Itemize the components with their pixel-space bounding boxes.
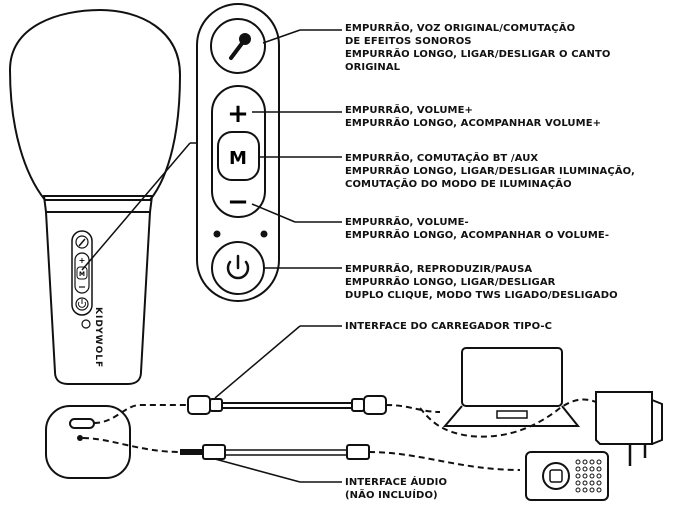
volume-up-button[interactable]: + [227, 99, 249, 129]
handle-button-strip [71, 230, 93, 316]
microphone-handle [44, 211, 152, 385]
mode-label: EMPURRÃO, COMUTAÇÃO BT /AUX EMPURRÃO LON… [345, 153, 635, 190]
charging-cable [222, 402, 352, 409]
aux-port [77, 435, 83, 441]
handle-mode-button [76, 266, 88, 280]
mode-button-label: M [229, 148, 247, 169]
power-label: EMPURRÃO, REPRODUZIR/PAUSA EMPURRÃO LONG… [345, 264, 618, 301]
charger-interface-label: INTERFACE DO CARREGADOR TIPO-C [345, 321, 553, 332]
audio-cable [225, 449, 347, 456]
laptop-icon [442, 347, 581, 427]
volume-down-label: EMPURRÃO, VOLUME- EMPURRÃO LONGO, ACOMPA… [345, 217, 610, 241]
aux-plug-right [346, 444, 370, 460]
indicator-dot-right [260, 230, 268, 238]
usb-c-plug-left [187, 395, 211, 415]
wall-adapter-icon [595, 391, 663, 466]
voice-button-label: EMPURRÃO, VOZ ORIGINAL/COMUTAÇÃO DE EFEI… [345, 23, 611, 73]
handle-volume-group [74, 252, 90, 294]
usb-plug-right [363, 395, 387, 415]
button-panel [196, 3, 280, 302]
radio-speaker-icon [525, 451, 609, 501]
brand-logo-text: KIDYWOLF [93, 307, 103, 369]
voice-effect-button[interactable] [210, 18, 266, 74]
svg-text:M: M [79, 271, 85, 278]
volume-down-button[interactable]: − [227, 187, 249, 217]
handle-mic-button [75, 235, 89, 249]
microphone-ring [42, 195, 154, 213]
indicator-dot-left [213, 230, 221, 238]
usb-c-port [69, 418, 95, 429]
power-icon [226, 254, 250, 280]
aux-plug-left [202, 444, 226, 460]
microphone-base [45, 405, 131, 479]
wolf-logo-icon [81, 319, 91, 329]
svg-text:+: + [79, 256, 86, 265]
microphone-icon [229, 33, 251, 60]
microphone-head [8, 8, 182, 201]
volume-control-group [211, 85, 266, 218]
audio-interface-label: INTERFACE ÁUDIO (NÃO INCLUÍDO) [345, 477, 448, 501]
volume-up-label: EMPURRÃO, VOLUME+ EMPURRÃO LONGO, ACOMPA… [345, 105, 602, 129]
mode-button[interactable] [217, 131, 260, 181]
handle-power-button [75, 297, 89, 311]
